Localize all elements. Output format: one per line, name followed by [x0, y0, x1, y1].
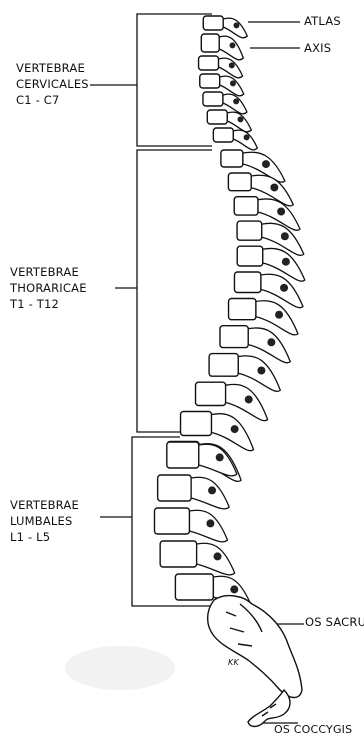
vertebra-body-l23 [160, 541, 197, 567]
vertebra-shade-t12 [282, 258, 290, 266]
smudge-mark [65, 646, 175, 690]
thoracic-label-line3: T1 - T12 [10, 296, 87, 312]
lumbar-label-line3: L1 - L5 [10, 529, 79, 545]
vertebra-body-t8 [221, 150, 243, 167]
vertebra-shade-l22 [206, 519, 214, 527]
vertebra-shade-l21 [208, 486, 216, 494]
vertebra-shade-t16 [257, 367, 265, 375]
thoracic-label-line2: THORARICAE [10, 280, 87, 296]
vertebra-shade-t10 [277, 208, 285, 216]
vertebral-column [155, 16, 305, 608]
cervical-label-line1: VERTEBRAE [16, 60, 89, 76]
vertebra-body-t18 [181, 412, 212, 436]
vertebra-body-c3 [199, 56, 219, 70]
vertebra-shade-t18 [231, 425, 239, 433]
vertebra-body-t10 [234, 197, 258, 215]
artist-mark: KK [228, 655, 239, 671]
vertebra-body-t17 [196, 382, 226, 405]
vertebra-body-t14 [229, 299, 256, 320]
vertebra-shade-t17 [245, 395, 253, 403]
sacrum-label: OS SACRUM [305, 614, 364, 630]
vertebra-body-t13 [234, 272, 261, 293]
cervical-label-line3: C1 - C7 [16, 92, 89, 108]
lumbar-label-line1: VERTEBRAE [10, 497, 79, 513]
vertebra-body-c6 [207, 110, 227, 124]
thoracic-label: VERTEBRAE THORARICAE T1 - T12 [10, 264, 87, 312]
vertebra-shade-l23 [214, 552, 222, 560]
vertebra-shade-l20 [216, 453, 224, 461]
vertebra-body-t15 [220, 326, 248, 348]
vertebra-shade-t14 [275, 311, 283, 319]
vertebra-body-l20 [167, 442, 199, 468]
vertebra-shade-t13 [280, 284, 288, 292]
vertebra-shade-t8 [262, 160, 270, 168]
lumbar-label: VERTEBRAE LUMBALES L1 - L5 [10, 497, 79, 545]
vertebra-shade-c2 [229, 42, 235, 48]
vertebra-shade-c5 [233, 98, 239, 104]
vertebra-body-l24 [175, 574, 213, 600]
vertebra-body-c1 [203, 16, 223, 30]
coccyx-label: OS COCCYGIS [274, 722, 352, 738]
vertebra-shade-c1 [233, 22, 239, 28]
cervical-label: VERTEBRAE CERVICALES C1 - C7 [16, 60, 89, 108]
vertebra-body-t16 [209, 354, 238, 377]
vertebra-body-l22 [155, 508, 190, 534]
cervical-bracket [90, 14, 212, 146]
vertebra-shade-c4 [230, 80, 236, 86]
vertebra-shade-l24 [230, 585, 238, 593]
vertebra-shade-t15 [267, 338, 275, 346]
cervical-label-line2: CERVICALES [16, 76, 89, 92]
vertebra-shade-t9 [270, 183, 278, 191]
vertebra-body-l21 [158, 475, 192, 501]
vertebra-body-c5 [203, 92, 223, 106]
lumbar-label-line2: LUMBALES [10, 513, 79, 529]
thoracic-label-line1: VERTEBRAE [10, 264, 87, 280]
vertebra-shade-c3 [229, 62, 235, 68]
vertebra-body-t9 [228, 173, 251, 191]
vertebra-body-c4 [200, 74, 220, 88]
vertebra-body-t12 [237, 246, 263, 266]
vertebra-shade-t11 [281, 232, 289, 240]
axis-label: AXIS [304, 40, 331, 56]
vertebra-shade-c6 [237, 116, 243, 122]
atlas-label: ATLAS [304, 13, 341, 29]
vertebra-body-c2 [201, 34, 219, 52]
sacrum-shape [208, 596, 302, 698]
vertebra-body-c7 [213, 128, 233, 142]
vertebra-body-t11 [237, 221, 262, 240]
vertebra-shade-c7 [244, 134, 250, 140]
